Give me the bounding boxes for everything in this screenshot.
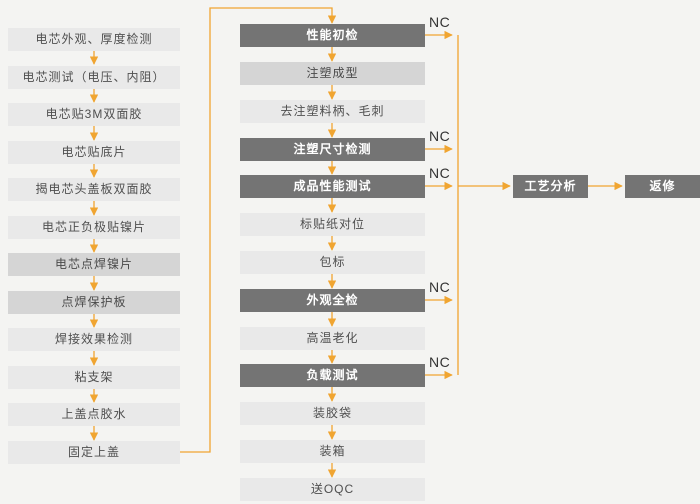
flow-step: 性能初检 bbox=[240, 24, 425, 47]
flow-step: 粘支架 bbox=[8, 366, 180, 389]
left-to-middle-connector bbox=[180, 7, 337, 453]
flow-step: 高温老化 bbox=[240, 327, 425, 350]
flow-step: 送OQC bbox=[240, 478, 425, 501]
nc-label: NC bbox=[429, 165, 451, 181]
flow-step: 去注塑料柄、毛刺 bbox=[240, 100, 425, 123]
nc-branch-arrows bbox=[425, 30, 453, 380]
flow-step: 注塑尺寸检测 bbox=[240, 138, 425, 161]
flow-step: 固定上盖 bbox=[8, 441, 180, 464]
flow-step: 装箱 bbox=[240, 440, 425, 463]
flow-step: 揭电芯头盖板双面胶 bbox=[8, 178, 180, 201]
flow-step: 包标 bbox=[240, 251, 425, 274]
flow-step: 标贴纸对位 bbox=[240, 213, 425, 236]
nc-label: NC bbox=[429, 128, 451, 144]
nc-label: NC bbox=[429, 279, 451, 295]
flow-step: 电芯贴3M双面胶 bbox=[8, 103, 180, 126]
flow-step: 负载测试 bbox=[240, 364, 425, 387]
flow-step: 电芯点焊镍片 bbox=[8, 253, 180, 276]
flow-step-process-analysis: 工艺分析 bbox=[513, 175, 588, 198]
flow-step: 注塑成型 bbox=[240, 62, 425, 85]
flow-step-repair: 返修 bbox=[625, 175, 700, 198]
flow-step: 上盖点胶水 bbox=[8, 403, 180, 426]
flow-step: 电芯外观、厚度检测 bbox=[8, 28, 180, 51]
flow-step: 装胶袋 bbox=[240, 402, 425, 425]
flow-step: 电芯贴底片 bbox=[8, 141, 180, 164]
nc-label: NC bbox=[429, 14, 451, 30]
nc-label: NC bbox=[429, 354, 451, 370]
flow-step: 电芯正负极贴镍片 bbox=[8, 216, 180, 239]
flow-step: 点焊保护板 bbox=[8, 291, 180, 314]
flow-step: 电芯测试（电压、内阻） bbox=[8, 66, 180, 89]
flow-step: 焊接效果检测 bbox=[8, 328, 180, 351]
flow-step: 成品性能测试 bbox=[240, 175, 425, 198]
flow-step: 外观全检 bbox=[240, 289, 425, 312]
